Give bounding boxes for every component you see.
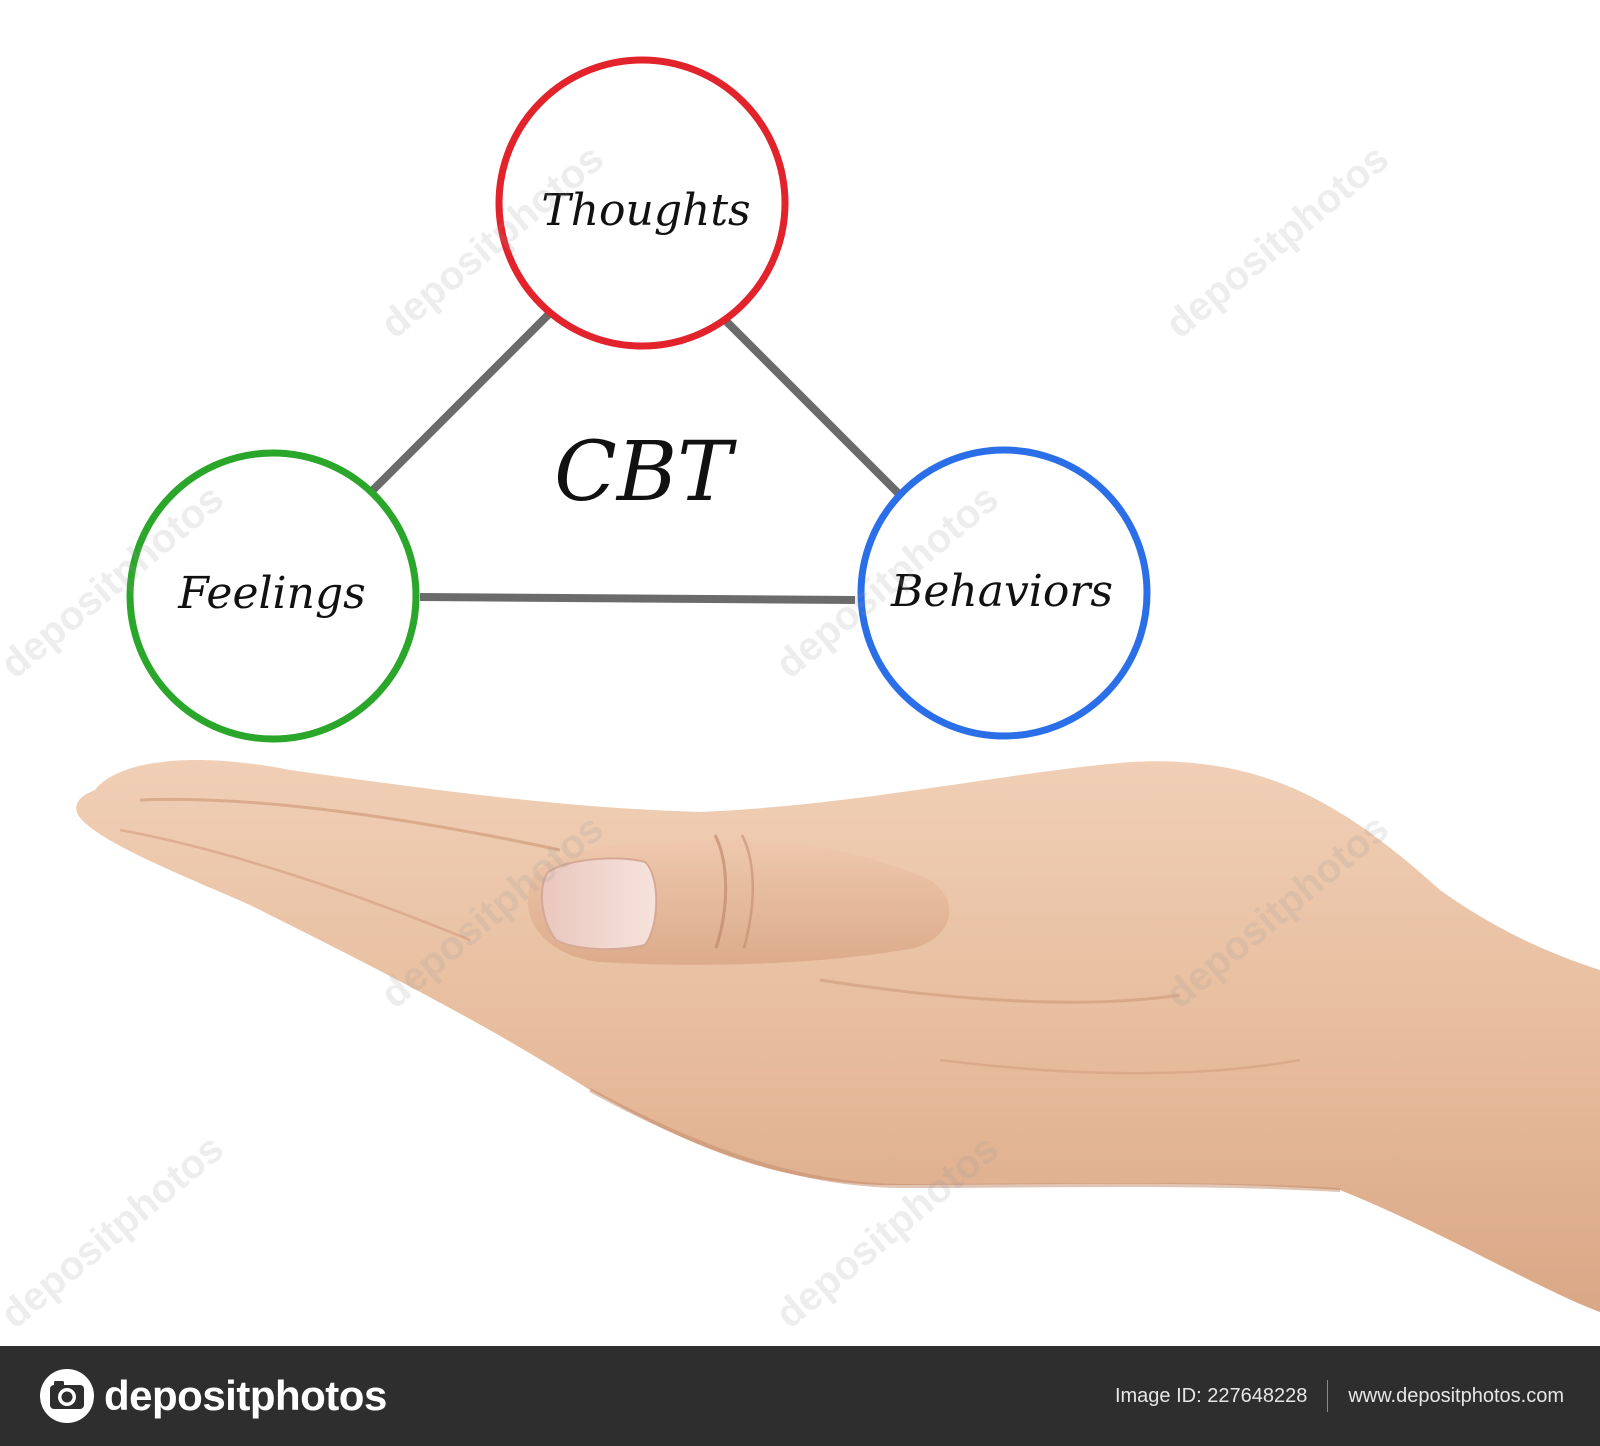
footer-divider	[1327, 1380, 1329, 1412]
brand-name: depositphotos	[104, 1372, 387, 1419]
feelings-circle	[126, 449, 420, 743]
image-id-text: Image ID: 227648228	[1114, 1384, 1308, 1407]
open-hand-illustration	[76, 759, 1600, 1312]
brand-logo[interactable]: depositphotos	[38, 1367, 387, 1425]
behaviors-label: Behaviors	[890, 566, 1113, 617]
behaviors-circle	[857, 446, 1151, 740]
watermark-text: depositphotos	[0, 1126, 232, 1337]
center-cbt-label: CBT	[554, 425, 737, 520]
connector-feelings-behaviors	[419, 593, 856, 604]
cbt-diagram-illustration: Thoughts Feelings Behaviors CBT depo	[0, 56, 1600, 1337]
footer-bar: depositphotos Image ID: 227648228 www.de…	[0, 1346, 1600, 1446]
camera-icon	[40, 1369, 94, 1423]
feelings-label: Feelings	[177, 568, 365, 619]
watermark-text: depositphotos	[373, 136, 612, 347]
connector-thoughts-behaviors	[722, 317, 903, 498]
connector-thoughts-feelings	[367, 310, 553, 496]
site-url-link[interactable]: www.depositphotos.com	[1348, 1384, 1564, 1407]
footer-meta: Image ID: 227648228 www.depositphotos.co…	[1115, 1380, 1564, 1412]
thoughts-label: Thoughts	[541, 185, 750, 236]
thoughts-circle	[495, 56, 789, 350]
watermark-text: depositphotos	[1158, 136, 1397, 347]
